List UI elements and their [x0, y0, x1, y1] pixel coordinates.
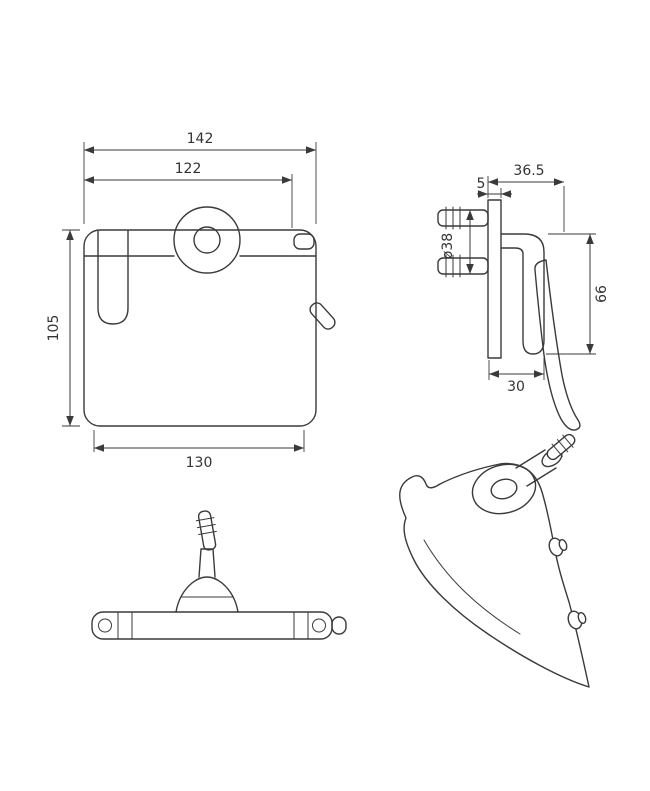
front-extension-lines — [62, 142, 317, 452]
wall-plate — [487, 199, 502, 359]
flange-3d-inner — [490, 478, 518, 500]
holder-hook-profile — [500, 233, 545, 355]
mount-pin-top — [437, 206, 489, 230]
pin-3d — [546, 433, 576, 461]
mount-flange-inner — [193, 226, 221, 254]
dim-side-offset: 30 — [507, 379, 525, 395]
spindle-stem — [198, 548, 216, 578]
side-lever — [309, 302, 336, 330]
bar-end-circle-right — [312, 618, 326, 633]
dim-side-height: 66 — [594, 285, 610, 303]
mount-flange-outer — [173, 206, 241, 274]
perspective-view — [399, 433, 590, 688]
front-view: 142 122 105 130 — [46, 131, 336, 471]
post-3d — [515, 449, 557, 487]
flange-bell — [175, 576, 239, 613]
bar-detail-lines — [117, 611, 309, 640]
dim-front-height: 105 — [46, 315, 62, 342]
dim-side-flange-diameter: ø38 — [440, 233, 456, 259]
dim-side-depth: 36.5 — [513, 163, 544, 179]
knob2-3d — [567, 610, 587, 630]
spindle-pin — [195, 510, 217, 551]
dim-front-inner-width: 122 — [175, 161, 202, 177]
holder-bar — [91, 611, 333, 640]
cover-flap-profile — [534, 259, 581, 431]
end-knob — [331, 616, 347, 635]
bar-end-circle-left — [98, 618, 112, 633]
side-view: 36.5 5 ø38 66 30 — [437, 163, 610, 431]
knob1-3d — [548, 537, 568, 557]
mount-pin-bottom — [437, 254, 489, 278]
bottom-view — [91, 510, 347, 640]
dim-side-plate-thickness: 5 — [477, 176, 486, 192]
dim-front-bottom-width: 130 — [186, 455, 213, 471]
latch-tab — [293, 233, 315, 250]
roll-arm — [97, 230, 129, 325]
dim-front-overall-width: 142 — [187, 131, 214, 147]
cover-front-outline — [83, 229, 317, 427]
cover-3d-crease — [423, 539, 521, 635]
